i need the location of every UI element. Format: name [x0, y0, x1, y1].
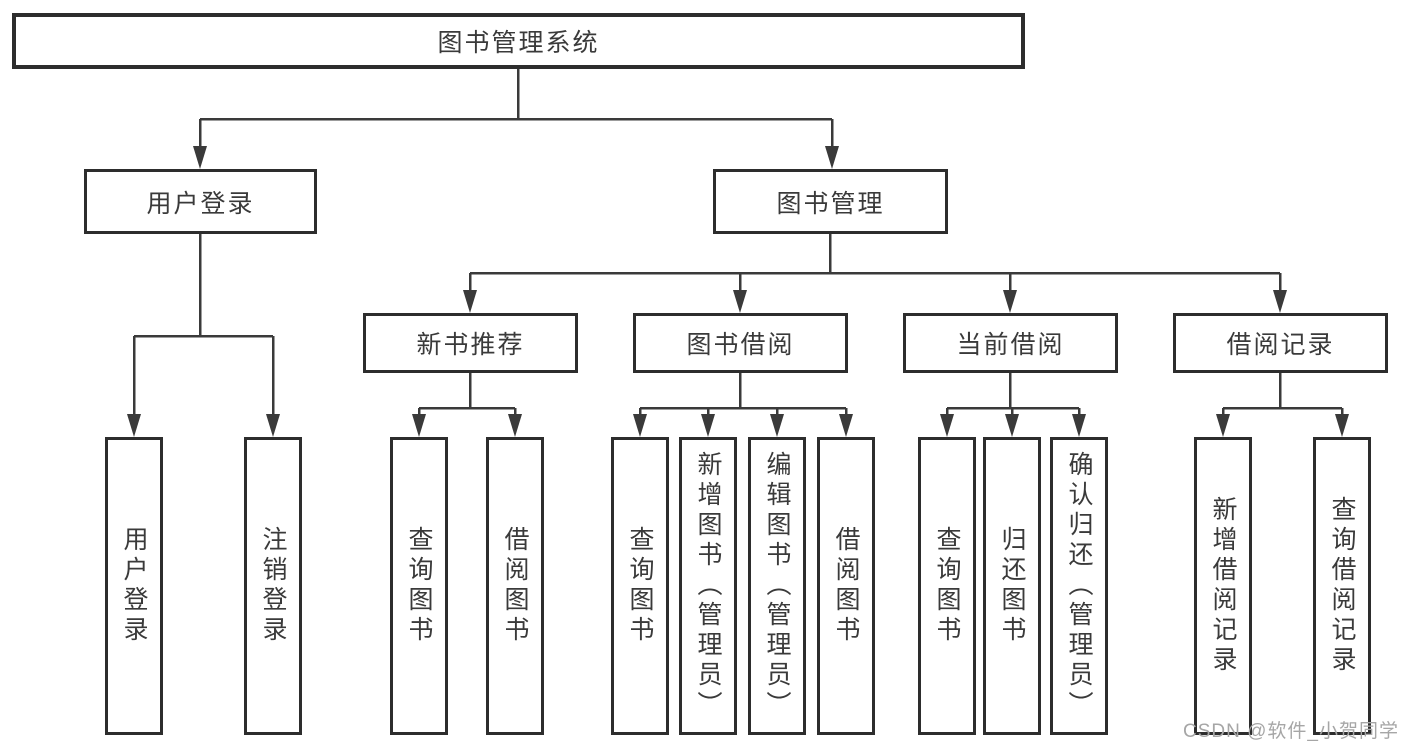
leaf-add-book-admin: 新增图书（管理员）: [679, 437, 737, 735]
arrow-down-icon: [825, 146, 839, 169]
connector-borrow-records-to-leaves: [1221, 373, 1344, 431]
arrow-down-icon: [508, 414, 522, 437]
node-library-management-system: 图书管理系统: [12, 13, 1025, 69]
arrow-down-icon: [701, 414, 715, 437]
arrow-down-icon: [412, 414, 426, 437]
node-book-borrow: 图书借阅: [633, 313, 848, 373]
leaf-user-login: 用户登录: [105, 437, 163, 735]
arrow-down-icon: [1003, 290, 1017, 313]
arrow-down-icon: [193, 146, 207, 169]
leaf-logout: 注销登录: [244, 437, 302, 735]
leaf-query-books-current: 查询图书: [918, 437, 976, 735]
leaf-borrow-books: 借阅图书: [817, 437, 875, 735]
arrow-down-icon: [1273, 290, 1287, 313]
leaf-query-borrow-record: 查询借阅记录: [1313, 437, 1371, 735]
connector-root-to-level2: [198, 69, 834, 163]
node-new-book-recommend: 新书推荐: [363, 313, 578, 373]
leaf-edit-book-admin: 编辑图书（管理员）: [748, 437, 806, 735]
node-borrow-records: 借阅记录: [1173, 313, 1388, 373]
connector-book-borrow-to-leaves: [638, 373, 848, 431]
csdn-watermark: CSDN @软件_小贺同学: [1183, 721, 1399, 742]
arrow-down-icon: [839, 414, 853, 437]
node-current-borrow: 当前借阅: [903, 313, 1118, 373]
connector-lines: [132, 69, 1344, 431]
arrow-down-icon: [127, 414, 141, 437]
leaf-query-books-borrow: 查询图书: [611, 437, 669, 735]
connector-book-management-to-level3: [468, 234, 1282, 307]
arrow-down-icon: [266, 414, 280, 437]
arrow-down-icon: [463, 290, 477, 313]
leaf-query-books-recommend: 查询图书: [390, 437, 448, 735]
node-book-management: 图书管理: [713, 169, 948, 234]
arrowheads: [127, 146, 1349, 437]
arrow-down-icon: [940, 414, 954, 437]
arrow-down-icon: [1072, 414, 1086, 437]
connector-user-login-to-leaves: [132, 234, 275, 431]
leaf-add-borrow-record: 新增借阅记录: [1194, 437, 1252, 735]
connector-new-book-recommend-to-leaves: [417, 373, 517, 431]
leaf-confirm-return-admin: 确认归还（管理员）: [1050, 437, 1108, 735]
arrow-down-icon: [770, 414, 784, 437]
arrow-down-icon: [733, 290, 747, 313]
leaf-borrow-books-recommend: 借阅图书: [486, 437, 544, 735]
node-user-login: 用户登录: [84, 169, 317, 234]
arrow-down-icon: [1005, 414, 1019, 437]
arrow-down-icon: [1216, 414, 1230, 437]
leaf-return-book: 归还图书: [983, 437, 1041, 735]
arrow-down-icon: [633, 414, 647, 437]
arrow-down-icon: [1335, 414, 1349, 437]
